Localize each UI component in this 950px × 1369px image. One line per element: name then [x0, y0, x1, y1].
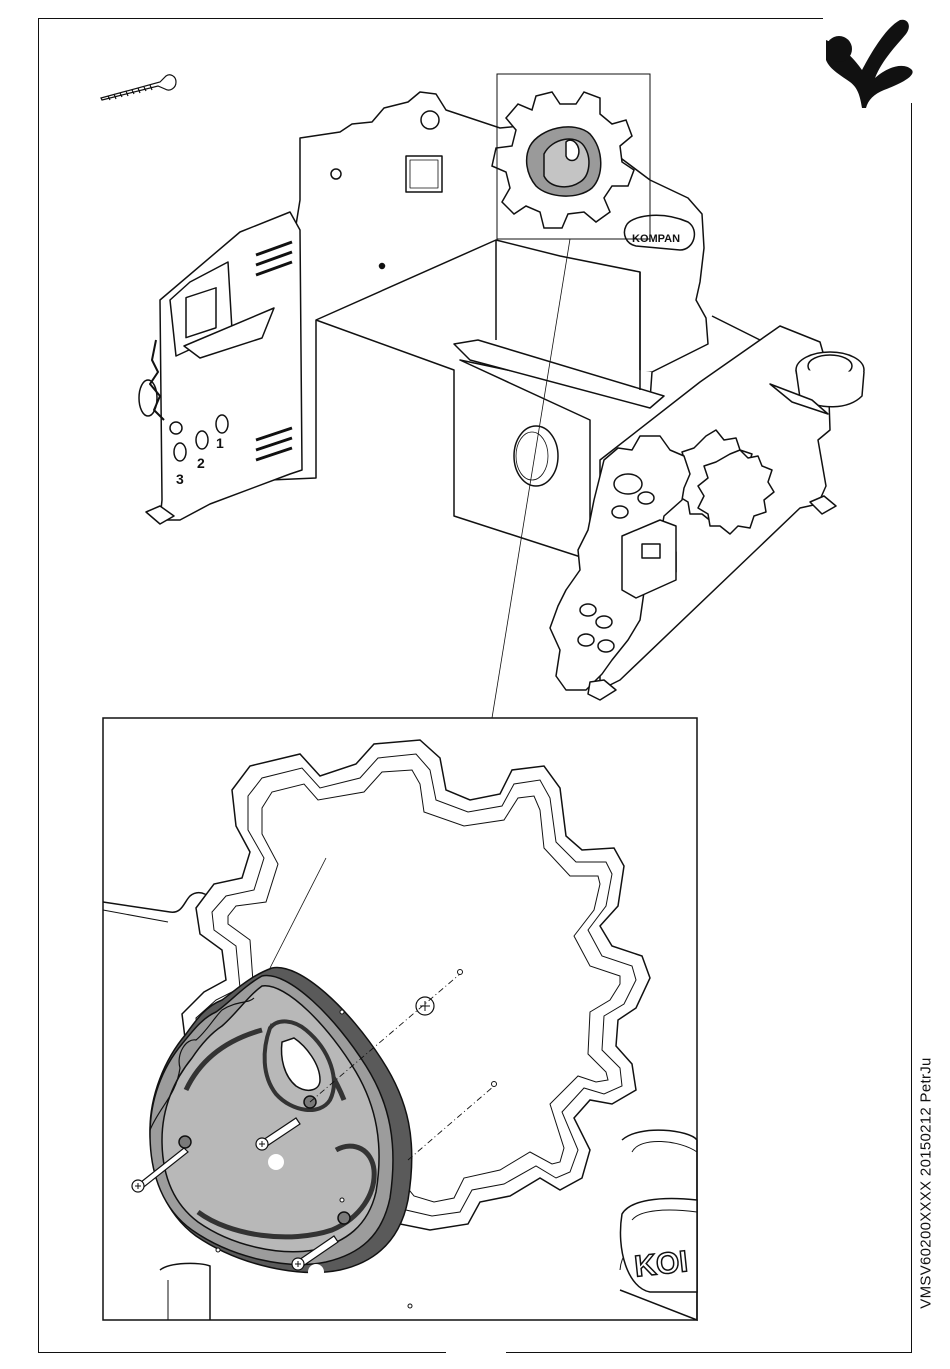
kompan-logo-icon	[826, 20, 913, 108]
detail-brand-fragment: KOI	[633, 1245, 690, 1283]
panel-number-3: 3	[176, 471, 184, 487]
playhouse-panel-assembly	[139, 92, 864, 700]
panel-number-1: 1	[216, 435, 224, 451]
panel-number-2: 2	[197, 455, 205, 471]
wood-screw-icon	[101, 75, 176, 100]
